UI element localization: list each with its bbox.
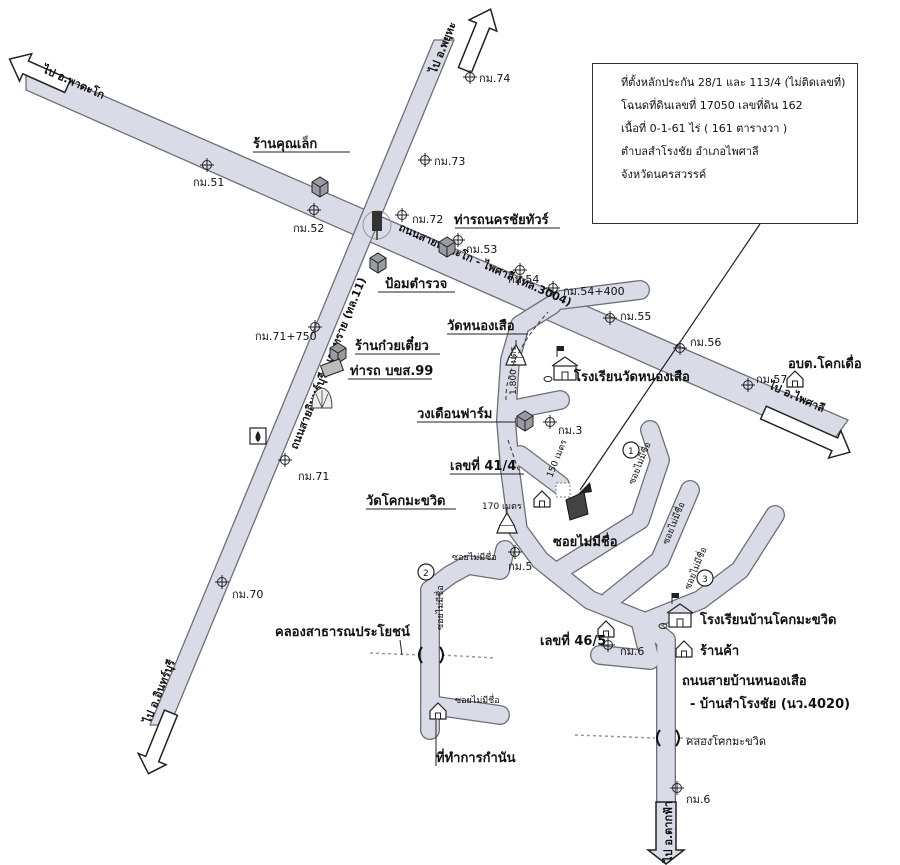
svg-text:กม.72: กม.72: [412, 213, 443, 226]
svg-text:กม.6: กม.6: [620, 645, 644, 658]
soi-label-c: ซอยไม่มีชื่อ: [455, 693, 500, 706]
circle-marker-1: 1: [622, 441, 640, 459]
arrow-phayuha: [457, 8, 498, 74]
svg-text:กม.51: กม.51: [193, 176, 224, 189]
svg-text:2: 2: [423, 569, 429, 579]
svg-text:กม.70: กม.70: [232, 588, 263, 601]
arrow-phaisali: [759, 405, 851, 460]
svg-text:กม.5: กม.5: [508, 560, 532, 573]
house-icon-shop: [675, 640, 693, 658]
label-house-41-4: เลขที่ 41/4: [450, 456, 516, 474]
info-line-3: เนื้อที่ 0-1-61 ไร่ ( 161 ตารางวา ): [621, 122, 788, 135]
label-tak-fa: ไป อ.ตากฟ้า: [661, 801, 675, 864]
label-school-nong-suea: โรงเรียนวัดหนองเสือ: [573, 368, 690, 385]
label-wongduen: วงเดือนฟาร์ม: [417, 406, 492, 422]
label-khun-lek: ร้านคุณเล็ก: [253, 134, 317, 152]
label-police: ป้อมตำรวจ: [385, 276, 447, 292]
box-icon-police: [369, 252, 387, 274]
school-icon-nong-suea: [543, 345, 579, 383]
box-icon-khun-lek: [311, 176, 329, 198]
canal-khok-brackets: [656, 729, 680, 747]
svg-text:กม.53: กม.53: [466, 243, 497, 256]
info-line-1: ที่ตั้งหลักประกัน 28/1 และ 113/4 (ไม่ติด…: [621, 76, 846, 89]
box-icon-nakhon-chai: [438, 236, 456, 258]
label-nakhon-chai: ท่ารถนครชัยทัวร์: [454, 212, 549, 228]
arrow-tak-fa: [645, 801, 687, 865]
svg-text:กม.57: กม.57: [756, 373, 787, 386]
info-line-5: จังหวัดนครสวรรค์: [621, 168, 707, 181]
distance-2: 170 เมตร: [482, 502, 522, 512]
svg-text:กม.6: กม.6: [686, 793, 710, 806]
km-markers: กม.74 กม.73 กม.72 กม.53 กม.54 กม.54+400 …: [193, 69, 787, 806]
route-dashed-1: [505, 311, 549, 401]
label-kamnan: ที่ทำการกำนัน: [436, 748, 516, 766]
label-house-46-5: เลขที่ 46/5: [540, 631, 606, 649]
svg-text:กม.73: กม.73: [434, 155, 465, 168]
svg-text:กม.55: กม.55: [620, 310, 651, 323]
canal-brackets: [418, 646, 444, 664]
label-road-4020-2: - บ้านสำโรงชัย (นว.4020): [690, 695, 850, 712]
circle-marker-3: 3: [696, 569, 714, 587]
arrow-inburi: [136, 709, 179, 775]
traffic-light-icon: [362, 210, 392, 240]
info-line-4: ตำบลสำโรงชัย อำเภอไพศาลี: [621, 145, 759, 158]
leader-public-canal: [399, 639, 403, 656]
label-canal-khok: คลองโคกมะขวิด: [686, 734, 766, 748]
svg-text:กม.74: กม.74: [479, 72, 510, 85]
shell-logo-icon: [311, 387, 333, 409]
svg-text:กม.71: กม.71: [298, 470, 329, 483]
public-canal-line: [369, 652, 496, 659]
label-shop: ร้านค้า: [700, 643, 739, 659]
svg-text:กม.71+750: กม.71+750: [255, 330, 317, 343]
house-icon-41-4: [533, 490, 551, 508]
local-roads: [420, 280, 785, 855]
svg-text:3: 3: [702, 575, 708, 585]
canal-khok-line: [574, 734, 741, 741]
circle-marker-2: 2: [417, 563, 435, 581]
label-school-ban-khok: โรงเรียนบ้านโคกมะขวิด: [699, 611, 836, 628]
label-wat-khok: วัดโคกมะขวิด: [366, 492, 445, 509]
label-public-canal: คลองสาธารณประโยชน์: [275, 623, 410, 640]
house-icon-obt: [786, 370, 804, 388]
arrow-pha-ta-ko: [8, 52, 72, 94]
soi-label-b: ซอยไม่มีชื่อ: [433, 585, 446, 630]
label-wat-nong-suea: วัดหนองเสือ: [447, 318, 515, 334]
label-noodle: ร้านก๋วยเตี๋ยว: [355, 335, 429, 354]
svg-text:กม.54+400: กม.54+400: [563, 285, 625, 298]
callout-pointer: [579, 223, 761, 491]
callout-arrowhead: [578, 482, 592, 494]
route-dashed-2: [507, 439, 521, 476]
target-plot: [565, 491, 589, 521]
ptt-station-icon: [249, 427, 267, 445]
label-road-4020-1: ถนนสายบ้านหนองเสือ: [682, 673, 807, 689]
label-obt: อบต.โคกเดื่อ: [788, 354, 862, 372]
svg-text:กม.56: กม.56: [690, 336, 721, 349]
svg-text:กม.3: กม.3: [558, 424, 582, 437]
svg-text:กม.54: กม.54: [508, 273, 539, 286]
collateral-info-box: ที่ตั้งหลักประกัน 28/1 และ 113/4 (ไม่ติด…: [592, 63, 858, 224]
soi-label-a: ซอยไม่มีชื่อ: [452, 550, 497, 563]
distance-1: 1,800 เมตร: [509, 347, 519, 395]
info-line-2: โฉนดที่ดินเลขที่ 17050 เลขที่ดิน 162: [621, 99, 803, 112]
svg-text:1: 1: [628, 447, 634, 457]
bus-icon-bks: [319, 358, 345, 378]
box-icon-wongduen: [516, 410, 534, 432]
label-bks: ท่ารถ บขส.99: [350, 364, 433, 379]
svg-text:กม.52: กม.52: [293, 222, 324, 235]
small-plot-41-4: [555, 482, 571, 498]
label-soi-big: ซอยไม่มีชื่อ: [553, 532, 618, 550]
